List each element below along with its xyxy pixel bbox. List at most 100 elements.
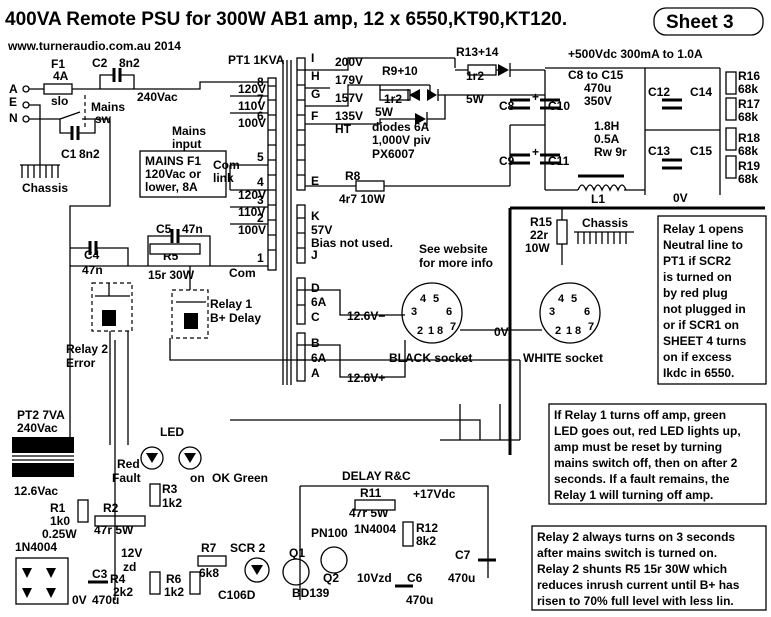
svg-text:8n2: 8n2 [79, 147, 100, 161]
svg-text:47n: 47n [82, 263, 103, 277]
svg-text:J: J [311, 248, 318, 262]
svg-text:Ikdc in 6550.: Ikdc in 6550. [663, 366, 734, 380]
soft-start: C4 47n C5 47n R5 15r 30W Relay 2 Error R… [66, 119, 520, 445]
svg-text:6A: 6A [311, 351, 327, 365]
svg-text:4: 4 [257, 175, 264, 189]
svg-text:C1: C1 [61, 147, 77, 161]
svg-text:mains switch off, then on afte: mains switch off, then on after 2 [554, 456, 738, 470]
svg-text:L1: L1 [591, 192, 605, 206]
svg-text:1r2: 1r2 [466, 69, 484, 83]
svg-text:Relay 2: Relay 2 [66, 342, 108, 356]
svg-text:LED goes out, red LED lights u: LED goes out, red LED lights up, [554, 424, 741, 438]
svg-text:Q1: Q1 [289, 546, 305, 560]
svg-text:47n: 47n [182, 222, 203, 236]
ht-rectifier: R13+14 1r2 5W R9+10 1r2 5W diodes 6A 1,0… [330, 45, 765, 455]
svg-text:F1: F1 [51, 57, 65, 71]
svg-text:I: I [311, 51, 314, 65]
svg-text:6: 6 [257, 109, 264, 123]
website-label: www.turneraudio.com.au 2014 [7, 39, 181, 53]
svg-text:6: 6 [584, 306, 590, 318]
svg-text:Relay 2 always turns on 3 seco: Relay 2 always turns on 3 seconds [537, 530, 735, 544]
svg-text:H: H [311, 69, 320, 83]
svg-text:6: 6 [446, 306, 452, 318]
svg-text:C3: C3 [92, 567, 108, 581]
svg-text:C12: C12 [648, 85, 670, 99]
svg-text:470u: 470u [448, 571, 475, 585]
svg-text:lower, 8A: lower, 8A [145, 180, 198, 194]
svg-text:LED: LED [160, 425, 184, 439]
svg-text:MAINS F1: MAINS F1 [145, 154, 201, 168]
svg-text:1: 1 [257, 251, 264, 265]
fuse-f1 [43, 83, 73, 95]
svg-text:See website: See website [419, 242, 488, 256]
svg-text:PX6007: PX6007 [372, 147, 415, 161]
svg-text:22r: 22r [530, 228, 548, 242]
svg-text:R13+14: R13+14 [456, 45, 499, 59]
svg-text:C10: C10 [548, 99, 570, 113]
svg-text:C15: C15 [690, 144, 712, 158]
svg-text:68k: 68k [738, 144, 758, 158]
svg-text:K: K [311, 209, 320, 223]
svg-text:120V: 120V [238, 188, 266, 202]
svg-text:2: 2 [555, 325, 561, 337]
svg-text:amp must be reset by turning: amp must be reset by turning [554, 440, 722, 454]
svg-text:+: + [532, 90, 539, 104]
sheet-label: Sheet 3 [666, 12, 734, 33]
relay2-note [531, 525, 767, 611]
svg-text:5W: 5W [375, 105, 394, 119]
svg-text:1,000V piv: 1,000V piv [372, 133, 431, 147]
svg-text:C: C [311, 310, 320, 324]
svg-text:120Vac or: 120Vac or [145, 167, 201, 181]
svg-text:+17Vdc: +17Vdc [413, 487, 456, 501]
svg-text:7: 7 [257, 92, 264, 106]
svg-text:R7: R7 [201, 541, 217, 555]
svg-text:10W: 10W [525, 241, 550, 255]
svg-text:BLACK socket: BLACK socket [389, 351, 472, 365]
black-socket [401, 282, 463, 344]
svg-text:PT2 7VA: PT2 7VA [17, 408, 65, 422]
svg-text:diodes 6A: diodes 6A [372, 120, 430, 134]
svg-text:4A: 4A [53, 69, 69, 83]
svg-text:5W: 5W [466, 92, 485, 106]
svg-text:1: 1 [566, 325, 572, 337]
svg-text:D: D [311, 281, 320, 295]
mains-f1-note [139, 150, 227, 198]
svg-text:12V: 12V [121, 546, 142, 560]
svg-text:C6: C6 [407, 571, 423, 585]
svg-text:R16: R16 [738, 69, 760, 83]
relay1-off-note [548, 403, 767, 505]
svg-text:E: E [9, 95, 17, 109]
svg-text:R12: R12 [416, 521, 438, 535]
relay1-opens-note [657, 215, 767, 385]
svg-text:Chassis: Chassis [582, 216, 628, 230]
svg-text:C2: C2 [92, 56, 108, 70]
svg-text:200V: 200V [335, 55, 363, 69]
svg-text:input: input [172, 137, 201, 151]
svg-text:6A: 6A [311, 295, 327, 309]
svg-text:Bias not used.: Bias not used. [311, 236, 393, 250]
svg-text:Relay 1 will turning off amp.: Relay 1 will turning off amp. [554, 488, 713, 502]
svg-text:B: B [311, 336, 320, 350]
svg-text:F: F [311, 109, 318, 123]
svg-text:Neutral line to: Neutral line to [663, 238, 743, 252]
svg-text:5: 5 [433, 293, 439, 305]
svg-text:R17: R17 [738, 97, 760, 111]
svg-text:risen to 70% full level with l: risen to 70% full level with less lin. [537, 594, 734, 608]
svg-text:8n2: 8n2 [119, 56, 140, 70]
svg-text:5: 5 [571, 293, 577, 305]
svg-text:5: 5 [257, 150, 264, 164]
svg-text:C11: C11 [548, 154, 570, 168]
svg-text:68k: 68k [738, 82, 758, 96]
svg-text:slo: slo [51, 94, 68, 108]
svg-text:R9+10: R9+10 [382, 64, 418, 78]
svg-text:+500Vdc 300mA to 1.0A: +500Vdc 300mA to 1.0A [568, 47, 703, 61]
svg-text:3: 3 [257, 193, 264, 207]
svg-text:8: 8 [575, 325, 581, 337]
transformer-pt1: PT1 1KVA 120V 110V 100V 120V 110V 100V 8… [172, 51, 393, 385]
svg-text:1N4004: 1N4004 [15, 540, 57, 554]
svg-text:12.6V−: 12.6V− [347, 309, 385, 323]
svg-text:for more info: for more info [419, 256, 493, 270]
svg-text:or if SCR1 on: or if SCR1 on [663, 318, 739, 332]
sheet-badge [653, 7, 764, 36]
svg-text:zd: zd [123, 560, 136, 574]
